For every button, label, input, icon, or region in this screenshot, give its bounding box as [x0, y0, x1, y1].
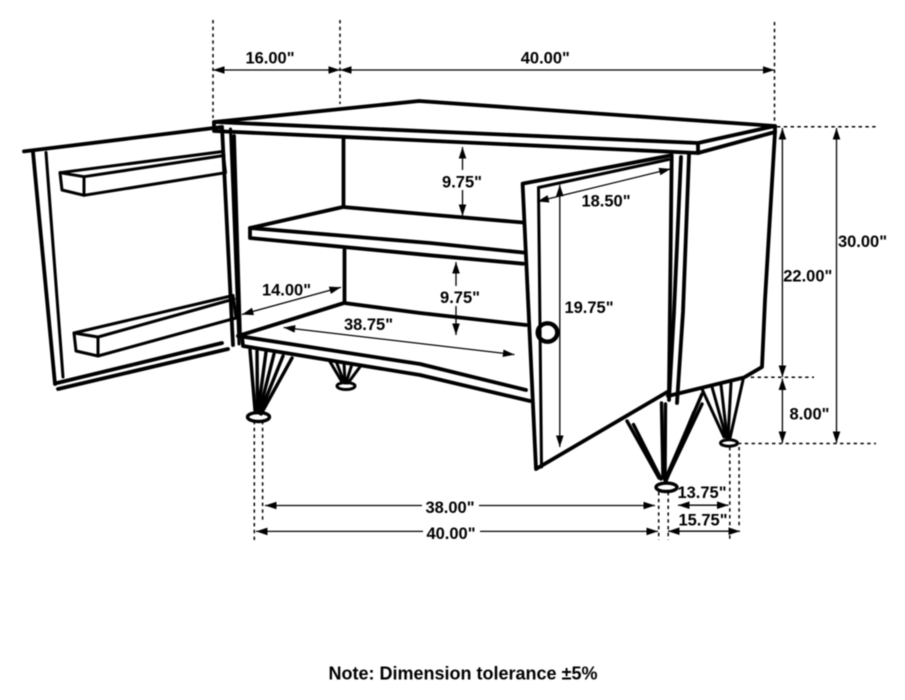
svg-text:22.00": 22.00"	[783, 267, 832, 285]
svg-text:38.00": 38.00"	[425, 499, 474, 517]
svg-text:9.75": 9.75"	[440, 289, 480, 307]
svg-text:38.75": 38.75"	[344, 316, 393, 334]
svg-text:9.75": 9.75"	[442, 174, 482, 192]
svg-text:14.00": 14.00"	[262, 282, 311, 300]
svg-text:8.00": 8.00"	[790, 406, 830, 424]
svg-text:19.75": 19.75"	[564, 299, 613, 317]
svg-text:18.50": 18.50"	[581, 193, 630, 211]
svg-text:15.75": 15.75"	[678, 512, 727, 530]
svg-text:16.00": 16.00"	[245, 50, 294, 68]
svg-text:Note: Dimension tolerance ±5%: Note: Dimension tolerance ±5%	[329, 664, 598, 684]
svg-text:13.75": 13.75"	[677, 484, 726, 502]
svg-text:40.00": 40.00"	[426, 525, 475, 543]
svg-text:40.00": 40.00"	[521, 50, 570, 68]
svg-text:30.00": 30.00"	[838, 233, 887, 251]
